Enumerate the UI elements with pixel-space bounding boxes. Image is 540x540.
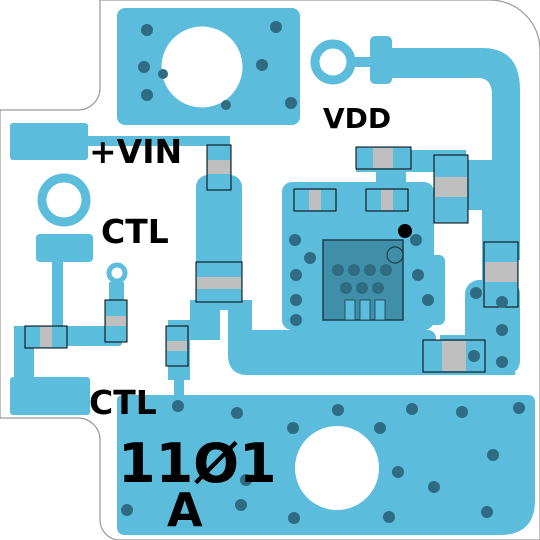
vin-input-pad	[10, 123, 88, 160]
capacitor-c2	[422, 339, 486, 373]
resistor-r2	[165, 325, 189, 367]
ctl-link-stem	[174, 370, 184, 400]
ctl-pad	[36, 234, 93, 262]
top-mounting-hole	[161, 26, 243, 108]
small-test-ring	[106, 262, 128, 284]
label-part-number: 11Ø1	[118, 432, 277, 495]
vdd-trace	[388, 48, 520, 260]
vin-trace	[80, 136, 230, 146]
label-vin: +VIN	[89, 132, 182, 171]
ic-pour-right	[405, 255, 445, 325]
vdd-pad	[370, 36, 392, 84]
resistor-r7	[365, 188, 409, 212]
pin1-marker	[398, 224, 412, 238]
vdd-neck	[348, 57, 376, 67]
resistor-r5	[355, 146, 412, 170]
bottom-mounting-hole	[295, 426, 379, 510]
label-ctl-lower: CTL	[89, 383, 157, 422]
label-revision: A	[167, 483, 203, 537]
ic-package	[322, 239, 404, 321]
label-ctl-upper: CTL	[101, 212, 169, 251]
ctl-lower-pad	[10, 377, 90, 415]
ctl-stem	[52, 258, 63, 332]
resistor-r6	[293, 188, 337, 212]
ctl-test-ring	[37, 173, 91, 227]
output-trace-inner	[236, 330, 436, 360]
resistor-r8	[433, 154, 469, 224]
resistor-r4	[24, 325, 68, 349]
resistor-r3	[104, 299, 128, 343]
resistor-r1	[206, 144, 232, 191]
label-vdd: VDD	[323, 102, 391, 135]
via-group	[121, 21, 525, 524]
supply-trunk-lower	[190, 300, 220, 340]
capacitor-c1	[195, 261, 243, 303]
